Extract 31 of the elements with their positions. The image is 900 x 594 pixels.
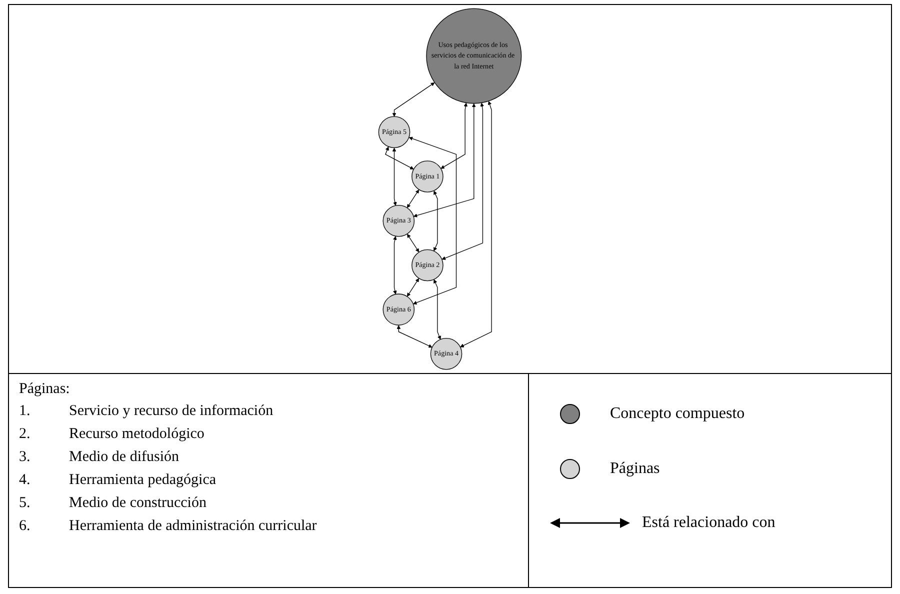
arrow <box>406 278 420 297</box>
list-item-text: Medio de difusión <box>69 448 179 467</box>
arrow <box>408 136 457 305</box>
arrow <box>392 148 397 206</box>
list-item-text: Herramienta de administración curricular <box>69 517 317 536</box>
list-number: 4. <box>19 471 32 490</box>
arrow <box>434 190 438 252</box>
list-number: 5. <box>19 494 32 513</box>
list-item-text: Herramienta pedagógica <box>69 471 216 490</box>
legend-label: Páginas <box>610 460 660 478</box>
list-number: 2. <box>19 425 32 444</box>
arrow <box>460 101 492 348</box>
list-number: 6. <box>19 517 32 536</box>
list-item-text: Medio de construcción <box>69 494 206 513</box>
arrow <box>392 82 435 117</box>
list-number: 1. <box>19 402 32 421</box>
list-item-text: Servicio y recurso de información <box>69 402 274 421</box>
arrow <box>407 234 420 252</box>
arrow <box>413 103 476 218</box>
arrow <box>385 146 414 170</box>
list-item-text: Recurso metodológico <box>69 425 204 444</box>
arrow <box>406 190 420 208</box>
legend-label: Concepto compuesto <box>610 405 745 423</box>
arrow <box>396 325 432 348</box>
arrow <box>393 236 397 294</box>
arrow <box>440 102 468 169</box>
list-heading: Páginas: <box>19 380 71 399</box>
list-number: 3. <box>19 448 32 467</box>
legend-label: Está relacionado con <box>642 514 776 532</box>
arrow <box>434 279 442 340</box>
arrow <box>442 102 484 260</box>
